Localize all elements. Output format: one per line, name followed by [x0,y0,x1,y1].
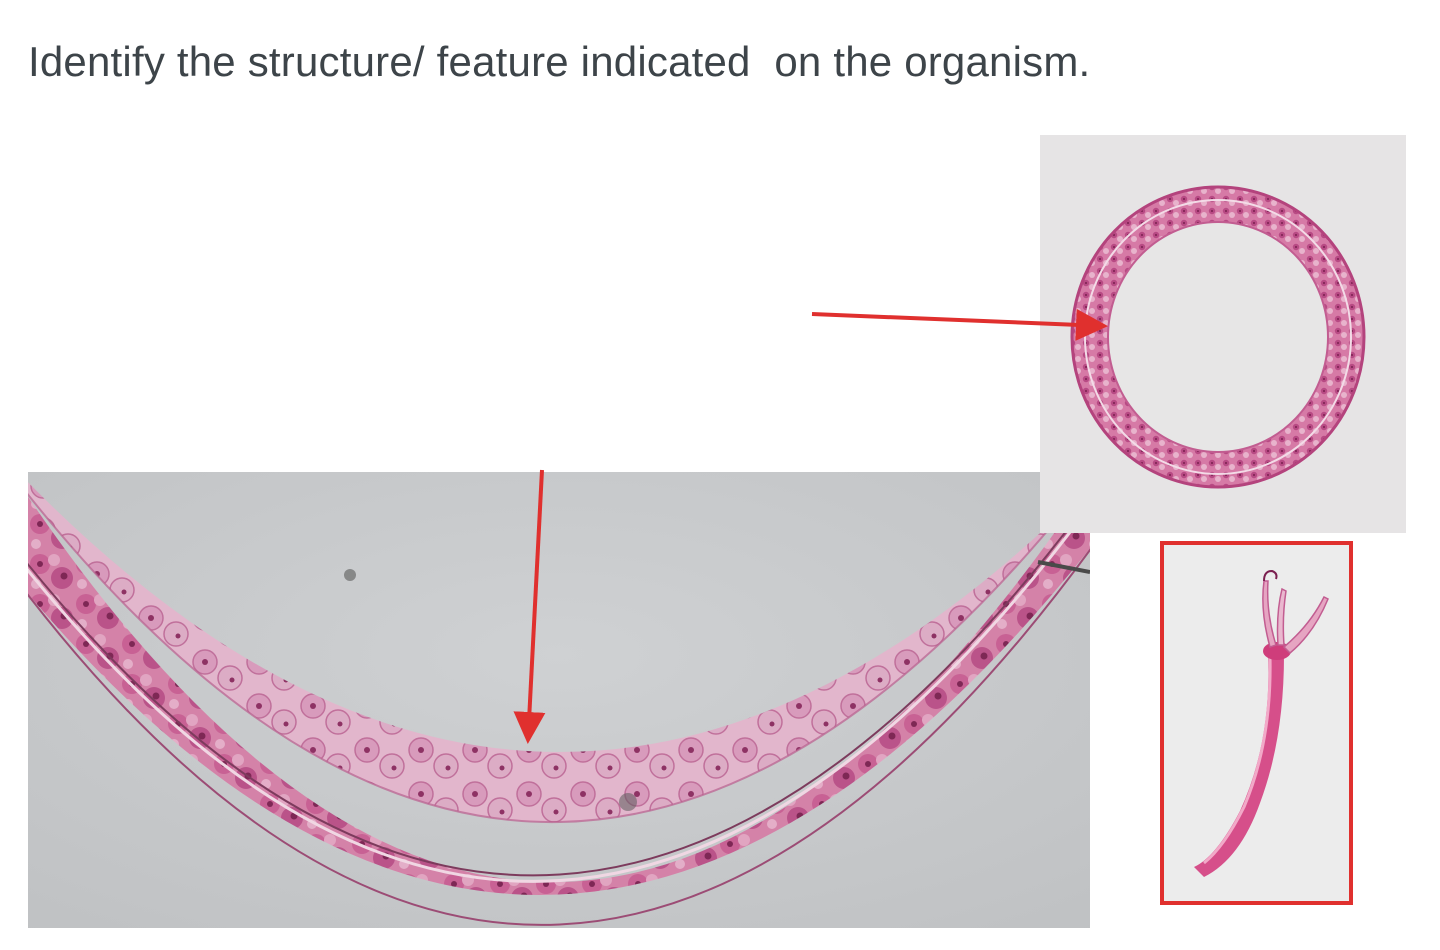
whole-organism-image [1160,541,1353,905]
zoomed-cross-section-image [28,472,1090,928]
full-cross-section-image [1040,135,1406,533]
question-text: Identify the structure/ feature indicate… [28,38,1091,85]
